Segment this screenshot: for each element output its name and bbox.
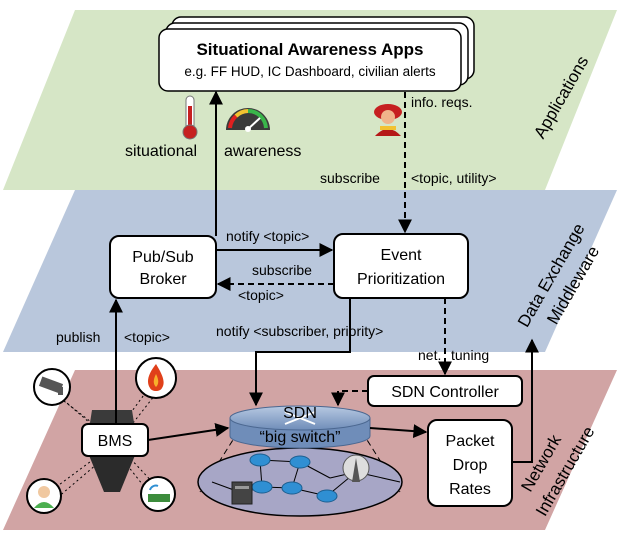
person-icon [26,478,62,514]
topic-inner-label: <topic> [238,287,284,303]
server-icon [231,481,253,505]
notify-topic-label: notify <topic> [226,228,309,244]
cell-tower-icon [342,454,370,482]
camera-icon [33,368,71,406]
apps-subtitle: e.g. FF HUD, IC Dashboard, civilian aler… [184,64,436,79]
net-label: net. [418,347,441,363]
pubsub-broker-label-line1: Pub/Sub [132,249,193,266]
fire-icon [135,357,177,399]
notify-subscriber-arrow [249,298,351,407]
middleware-layer [3,190,617,352]
tuning-label: tuning [451,347,489,363]
router-icon [249,453,338,503]
pubsub-broker-box [109,235,217,299]
firefighter-icon [374,104,402,136]
thermometer-icon [182,95,198,140]
pubsub-broker-label-line2: Broker [139,271,187,288]
subscribe-topic-utility-label: <topic, utility> [411,170,497,186]
publish-topic-label: <topic> [124,329,170,345]
big-switch-label: “big switch” [260,429,341,446]
bms-label: BMS [98,433,133,450]
situational-label: situational [125,143,197,160]
event-prioritization-box [333,233,469,299]
sdn-switch [229,405,371,449]
publish-label: publish [56,329,100,345]
event-prioritization-label-line2: Prioritization [357,271,445,288]
switch-to-packet-arrow [369,424,428,439]
subscribe-label: subscribe [320,170,380,186]
packet-drop-rates-label-line1: Packet [446,433,495,450]
packet-drop-rates-label-line2: Drop [453,457,488,474]
bms-to-switch-arrow [147,422,230,441]
gauge-icon [226,108,270,132]
subscribe-inner-label: subscribe [252,262,312,278]
event-prioritization-label-line1: Event [381,247,422,264]
sensor-icon [140,476,176,512]
packet-drop-up-arrow [512,338,539,463]
awareness-label: awareness [224,143,301,160]
controller-to-switch-arrow [331,390,368,407]
sdn-controller-label: SDN Controller [391,384,499,401]
notify-subscriber-priority-label: notify <subscriber, priority> [216,323,383,339]
apps-title: Situational Awareness Apps [196,40,423,59]
apps-card-stack [158,16,475,92]
info-reqs-label: info. reqs. [411,94,472,110]
packet-drop-rates-label-line3: Rates [449,481,491,498]
sdn-label: SDN [283,405,317,422]
